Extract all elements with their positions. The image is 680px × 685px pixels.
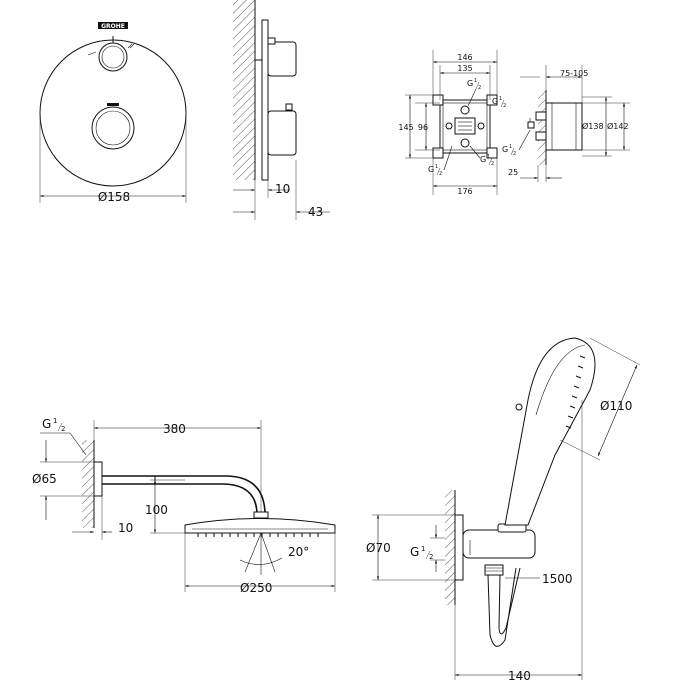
hand-shower-body bbox=[504, 337, 596, 526]
thermostat-handle-inner bbox=[95, 110, 131, 146]
thread-label-top: G 1 2 bbox=[467, 78, 481, 107]
svg-text:G: G bbox=[428, 165, 434, 174]
dim-176: 176 bbox=[457, 187, 472, 196]
hand-shower-side-view: Ø110 Ø70 G 1 2 1500 140 bbox=[366, 337, 641, 683]
mount-lug-tl bbox=[432, 94, 444, 106]
valve-front-view: GROHE Ø158 bbox=[39, 22, 187, 204]
rough-in-body-side bbox=[545, 102, 583, 151]
rough-in-side-view: G 1 2 75-105 25 Ø138 Ø142 bbox=[502, 65, 630, 182]
dim-142: Ø142 bbox=[607, 121, 629, 131]
thermostat-knob-side bbox=[267, 110, 297, 156]
dim-hand-head-diameter: Ø110 bbox=[600, 399, 632, 413]
svg-text:GROHE: GROHE bbox=[101, 23, 125, 30]
thread-label-side: G 1 2 bbox=[502, 129, 531, 157]
dim-arm-length: 380 bbox=[163, 422, 186, 436]
svg-text:G: G bbox=[492, 97, 498, 106]
svg-text:1: 1 bbox=[53, 417, 57, 425]
shower-arm-flange bbox=[93, 461, 103, 497]
dim-spray-angle: 20° bbox=[288, 545, 309, 559]
valve-cover-plate bbox=[39, 39, 187, 187]
svg-text:2: 2 bbox=[61, 425, 65, 433]
side-inlet bbox=[527, 121, 535, 129]
head-connector bbox=[253, 511, 269, 519]
hand-thread-label: G 1 2 bbox=[410, 525, 445, 572]
svg-text:G: G bbox=[502, 145, 508, 154]
dim-146: 146 bbox=[457, 53, 472, 62]
dim-drop-height: 100 bbox=[145, 503, 168, 517]
dim-75-105: 75-105 bbox=[560, 69, 588, 78]
mark-right bbox=[127, 43, 135, 49]
svg-text:G: G bbox=[467, 79, 473, 88]
brand-logo: GROHE bbox=[98, 22, 128, 30]
diverter-knob-stop bbox=[267, 37, 276, 45]
dim-head-diameter: Ø250 bbox=[240, 581, 272, 595]
thermostat-handle bbox=[91, 106, 135, 150]
mount-lug-tr bbox=[486, 94, 498, 106]
shower-holder bbox=[462, 529, 536, 559]
dim-138: Ø138 bbox=[582, 121, 604, 131]
hose-nut bbox=[484, 564, 504, 576]
dim-wall-offset: 10 bbox=[118, 521, 133, 535]
thread-label-right: G 1 2 bbox=[492, 96, 506, 109]
hand-spray-nozzles bbox=[565, 355, 586, 429]
svg-text:G: G bbox=[480, 155, 486, 164]
dim-145: 145 bbox=[398, 123, 413, 132]
dim-135: 135 bbox=[457, 64, 472, 73]
diverter-handle bbox=[98, 42, 128, 72]
wall-hatch bbox=[233, 0, 255, 180]
hand-wall-hatch bbox=[445, 490, 455, 605]
wall-elbow-plate bbox=[454, 514, 464, 581]
rough-in-box bbox=[439, 99, 491, 154]
thermostat-knob-stop bbox=[285, 103, 293, 111]
dim-projection: 140 bbox=[508, 669, 531, 680]
hose-inner bbox=[498, 567, 521, 635]
thread-label-bottom: G 1 2 bbox=[469, 145, 494, 167]
svg-text:1: 1 bbox=[435, 164, 438, 170]
mark-left bbox=[87, 51, 97, 56]
head-shower-side-view: 20° G 1 2 Ø65 380 10 100 bbox=[32, 417, 336, 595]
mount-lug-bl bbox=[432, 147, 444, 159]
thread-label-left: G 1 2 bbox=[428, 145, 453, 177]
valve-plate-edge bbox=[261, 19, 269, 181]
svg-text:1: 1 bbox=[509, 144, 512, 150]
svg-text:1: 1 bbox=[499, 96, 502, 102]
svg-text:G: G bbox=[410, 545, 419, 559]
svg-text:1: 1 bbox=[421, 545, 425, 553]
dim-elbow-diameter: Ø70 bbox=[366, 541, 391, 555]
svg-text:2: 2 bbox=[439, 171, 442, 177]
dim-valve-10: 10 bbox=[275, 182, 290, 196]
diverter-handle-inner bbox=[101, 45, 125, 69]
dim-hose-length: 1500 bbox=[542, 572, 573, 586]
head-wall-hatch bbox=[82, 440, 94, 528]
head-thread-label: G 1 2 bbox=[40, 417, 87, 456]
svg-text:1: 1 bbox=[487, 154, 490, 160]
valve-side-view: 10 43 bbox=[233, 0, 330, 220]
head-shower-body bbox=[184, 518, 336, 534]
dim-25: 25 bbox=[508, 168, 518, 177]
dim-96: 96 bbox=[418, 123, 428, 132]
svg-text:2: 2 bbox=[429, 553, 433, 561]
dim-flange-diameter: Ø65 bbox=[32, 472, 57, 486]
svg-text:2: 2 bbox=[513, 151, 516, 157]
rough-in-front-view: 146 135 G 1 2 G 1 2 G 1 2 G 1 2 bbox=[398, 50, 506, 196]
spray-nozzles bbox=[197, 533, 319, 537]
dim-valve-43: 43 bbox=[308, 205, 323, 219]
svg-text:2: 2 bbox=[503, 103, 506, 109]
shower-arm-top bbox=[102, 475, 266, 516]
thermostat-stop-button bbox=[107, 103, 119, 106]
svg-text:2: 2 bbox=[478, 85, 481, 91]
shower-arm-bottom bbox=[102, 483, 258, 516]
svg-text:G: G bbox=[42, 417, 51, 431]
hose-outer bbox=[487, 567, 517, 647]
svg-text:2: 2 bbox=[491, 161, 494, 167]
diverter-knob-side bbox=[267, 41, 297, 77]
hand-shower-button bbox=[515, 403, 523, 411]
dim-valve-diameter: Ø158 bbox=[98, 190, 130, 204]
svg-text:1: 1 bbox=[474, 78, 477, 84]
